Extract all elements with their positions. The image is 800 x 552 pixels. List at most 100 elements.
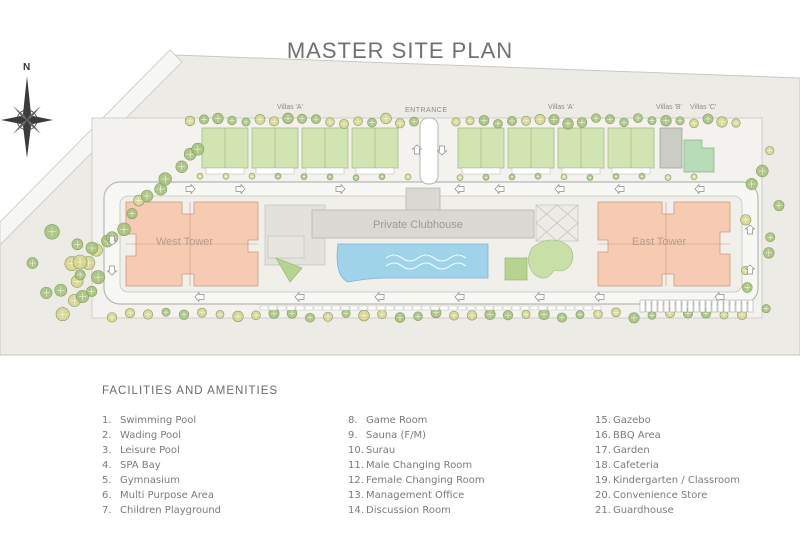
tree-detail: [411, 118, 417, 125]
amenity-item: 20.Convenience Store: [595, 490, 708, 501]
tree-detail: [767, 148, 773, 154]
tree-detail: [758, 167, 766, 175]
bench: [529, 305, 539, 311]
bench: [277, 305, 287, 311]
tree-detail: [380, 174, 384, 179]
tree-detail: [382, 115, 390, 122]
direction-arrow: [554, 183, 565, 195]
tree-detail: [640, 174, 644, 179]
tree-detail: [564, 120, 572, 128]
parking-stall: [681, 299, 688, 313]
bench: [349, 305, 359, 311]
tree-detail: [120, 225, 128, 234]
tree-detail: [649, 118, 655, 124]
tree-detail: [505, 312, 511, 319]
bench: [547, 305, 557, 311]
tree-detail: [744, 284, 751, 291]
tree-detail: [588, 175, 592, 180]
tree-detail: [271, 118, 277, 125]
tree-detail: [198, 174, 202, 178]
amenity-item: 1.Swimming Pool: [102, 415, 197, 426]
tree-detail: [523, 117, 529, 124]
parking-stalls: [259, 299, 754, 313]
tree-detail: [765, 249, 773, 257]
tree-detail: [307, 314, 313, 321]
parking-stall: [723, 299, 730, 313]
tree-detail: [201, 116, 207, 123]
parking-stall: [645, 299, 652, 313]
tree-detail: [467, 118, 473, 124]
label-clubhouse: Private Clubhouse: [373, 219, 463, 231]
amenity-item: 9.Sauna (F/M): [348, 430, 427, 441]
tree-detail: [666, 175, 670, 180]
amenity-item: 11.Male Changing Room: [348, 460, 473, 471]
bench: [556, 305, 566, 311]
parking-stall: [639, 299, 646, 313]
tree-detail: [677, 118, 683, 124]
tree-detail: [486, 311, 494, 318]
tree-detail: [194, 145, 202, 153]
direction-arrow: [714, 291, 725, 303]
tree-detail: [299, 115, 305, 122]
direction-arrow: [694, 183, 705, 195]
bench: [295, 305, 305, 311]
tree-detail: [509, 118, 515, 124]
direction-arrow: [106, 235, 118, 246]
parking-stall: [663, 299, 670, 313]
tree-detail: [341, 121, 347, 127]
bench: [322, 305, 332, 311]
tree-detail: [635, 115, 641, 121]
bench: [331, 305, 341, 311]
bench: [367, 305, 377, 311]
tree-detail: [58, 310, 67, 319]
tree-detail: [593, 115, 599, 121]
villa-porch: [511, 167, 551, 175]
parking-stall: [657, 299, 664, 313]
amenity-item: 8.Game Room: [348, 415, 428, 426]
tree-detail: [469, 312, 475, 319]
direction-arrow: [454, 291, 465, 303]
tree-detail: [595, 311, 601, 317]
parking-stall: [717, 299, 724, 313]
bench: [394, 305, 404, 311]
diagonal-road: [0, 49, 183, 246]
tree-detail: [739, 312, 745, 318]
tree-detail: [649, 312, 655, 318]
tree-detail: [127, 310, 133, 316]
tree-detail: [607, 116, 613, 123]
tree-detail: [77, 271, 84, 278]
bench: [565, 305, 575, 311]
tree-detail: [397, 314, 403, 321]
tree-detail: [250, 174, 254, 179]
villas-a-right-group: [457, 127, 715, 175]
bench: [304, 305, 314, 311]
bench: [538, 305, 548, 311]
tree-detail: [733, 120, 739, 126]
tree-detail: [270, 310, 278, 317]
amenity-item: 21.Guardhouse: [595, 505, 674, 516]
villa-porch: [611, 167, 651, 175]
amenities-column-3: 15.Gazebo 16.BBQ Area 17.Garden 18.Cafet…: [595, 413, 740, 518]
tree-detail: [214, 115, 222, 122]
tree-detail: [199, 309, 205, 316]
tree-detail: [379, 311, 385, 317]
amenity-item: 14.Discussion Room: [348, 505, 451, 516]
amenities-column-1: 1.Swimming Pool 2.Wading Pool 3.Leisure …: [102, 413, 221, 518]
tree-detail: [415, 313, 421, 319]
label-east-tower: East Tower: [632, 236, 687, 248]
tree-detail: [453, 119, 459, 125]
tree-detail: [302, 174, 306, 179]
tree-detail: [217, 311, 223, 317]
bench: [376, 305, 386, 311]
parking-stall: [693, 299, 700, 313]
direction-arrow: [744, 224, 756, 235]
parking-stall: [651, 299, 658, 313]
parking-stall: [735, 299, 742, 313]
bench: [385, 305, 395, 311]
tree-detail: [360, 312, 368, 319]
amenity-item: 13.Management Office: [348, 490, 465, 501]
direction-arrow: [744, 264, 756, 275]
tree-detail: [70, 296, 79, 305]
bench: [259, 305, 269, 311]
direction-arrow: [106, 265, 118, 276]
